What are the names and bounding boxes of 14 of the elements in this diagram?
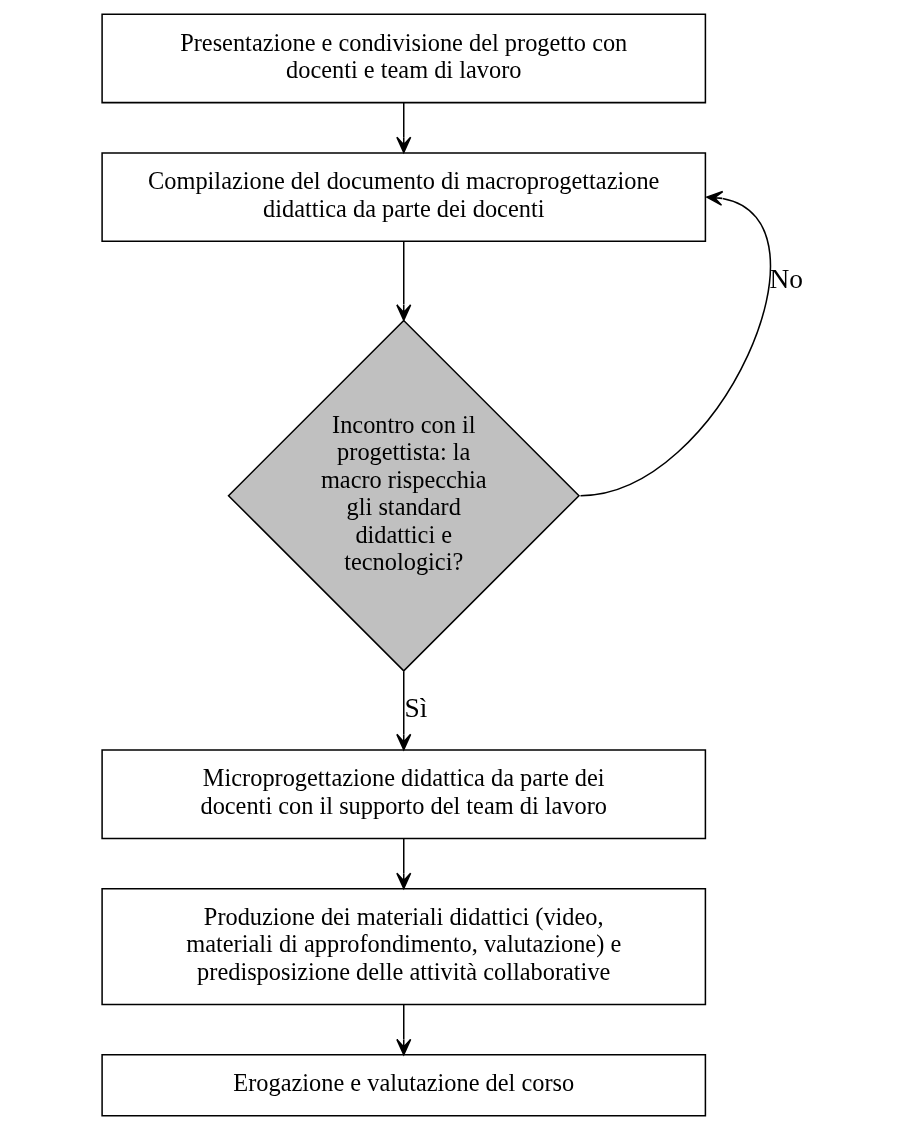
arrow [396, 837, 412, 890]
node-box: Presentazione e condivisione del progetto con docenti e team di lavoro [101, 13, 707, 104]
arrow [396, 1004, 412, 1056]
node-box: Erogazione e valutazione del corso [101, 1054, 707, 1117]
node-box: Produzione dei materiali didattici (video, materiali di approfondimento, valutazione) e predisposizione delle attività collaborative [101, 888, 707, 1006]
arrow [396, 670, 412, 751]
edge-label: No [769, 263, 803, 294]
arrow [579, 190, 771, 497]
arrow [396, 102, 412, 154]
arrow [396, 240, 412, 321]
node-diamond: Incontro con il progettista: la macro rispecchia gli standard didattici e tecnologici? [227, 319, 581, 672]
node-box: Compilazione del documento di macroprogettazione didattica da parte dei docenti [101, 152, 707, 242]
node-box: Microprogettazione didattica da parte dei docenti con il supporto del team di lavoro [101, 749, 707, 840]
edge-label: Sì [404, 693, 428, 724]
